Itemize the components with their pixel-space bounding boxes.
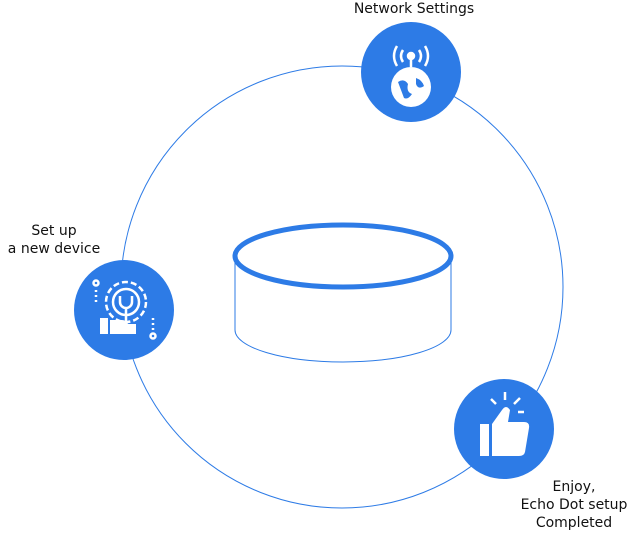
gear-wrench-hand-icon [92,279,157,340]
label-line: a new device [7,241,101,257]
label-line: Echo Dot setup [520,497,628,513]
globe-antenna-icon [391,45,431,107]
label-line: Network Settings [353,1,475,17]
label-line: Completed [535,515,613,531]
enjoy-completed-node [454,379,554,479]
set-up-device-label: Set up a new device [0,222,108,258]
label-line: Set up [31,223,77,239]
thumbs-up-icon [480,392,530,456]
set-up-device-node [74,260,174,360]
echo-dot-device [232,222,454,363]
label-line: Enjoy, [552,479,596,495]
network-settings-label: Network Settings [342,0,486,18]
network-settings-node [361,22,461,122]
